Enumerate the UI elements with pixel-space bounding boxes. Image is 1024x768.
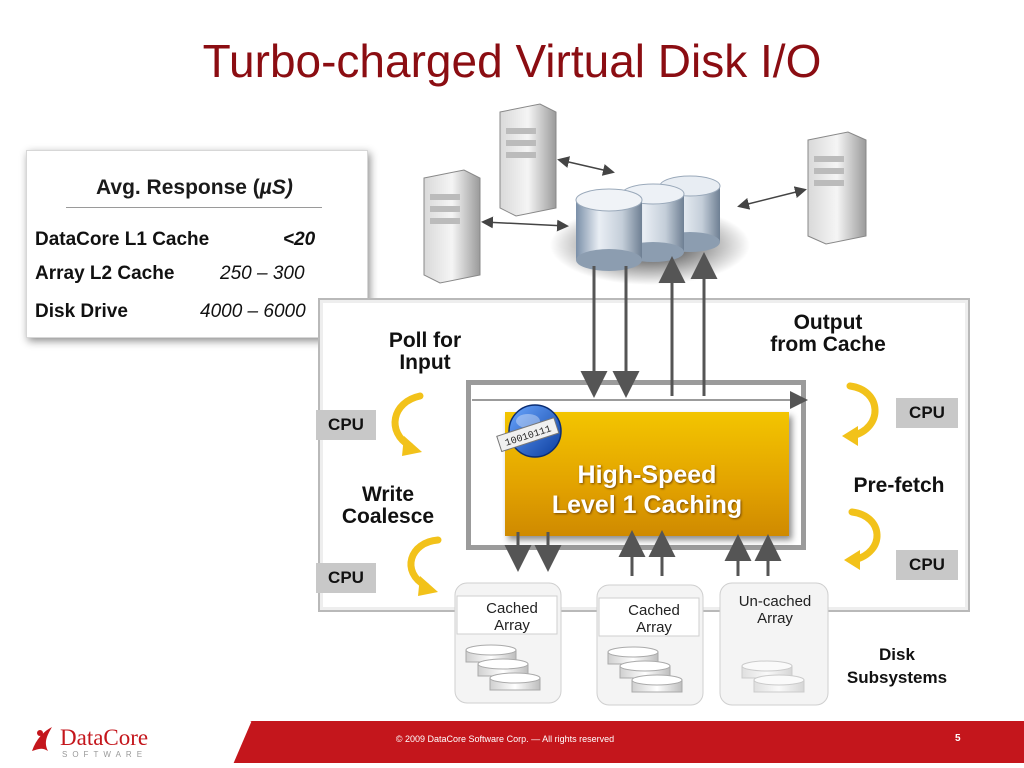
page-number: 5 [955,733,961,744]
footer-logo-area [0,721,252,763]
cached-array-box [596,584,704,706]
pre-fetch-label: Pre-fetch [853,474,945,497]
disk-stack-icon [607,646,683,693]
row-value: 4000 – 6000 [200,301,306,322]
row-label: Array L2 Cache [35,263,175,284]
cpu-box: CPU [316,410,376,440]
datacore-logo-icon [32,727,52,751]
slide-title: Turbo-charged Virtual Disk I/O [202,35,822,87]
poll-input-label: Poll for Input [388,329,462,374]
arrow-head [402,426,860,596]
cpu-box: CPU [316,563,376,593]
server-link-arrow [481,216,569,232]
row-value: 250 – 300 [220,263,305,284]
disk-stack-icon [465,644,541,691]
server-icon [423,169,481,284]
chip-icon: 10010111 [496,404,562,458]
server-icon [807,131,867,245]
disk-stack-icon [741,660,805,693]
logo-wordmark: DataCore [60,725,149,750]
row-label: Disk Drive [35,301,128,322]
curved-arrow-icon [391,382,881,590]
uncached-array-box [719,582,829,706]
response-table [26,150,368,338]
row-value: <20 [283,229,316,250]
cached-array-box [454,582,562,704]
output-cache-label: Output from Cache [770,311,886,356]
response-table-heading: Avg. Response (µS) [96,176,293,199]
write-coalesce-label: Write Coalesce [341,483,435,528]
row-label: DataCore L1 Cache [35,229,210,250]
copyright-text: © 2009 DataCore Software Corp. — All rig… [395,734,615,744]
l1-cache-label: High-Speed Level 1 Caching [551,461,743,519]
disk-subsystems-label: Disk Subsystems [846,645,948,687]
server-link-arrow [557,156,615,176]
cpu-box: CPU [896,550,958,580]
server-link-arrow [737,186,807,210]
logo-subtext: SOFTWARE [62,750,148,759]
heading-rule [66,207,322,208]
server-icon [499,103,557,217]
cpu-box: CPU [896,398,958,428]
